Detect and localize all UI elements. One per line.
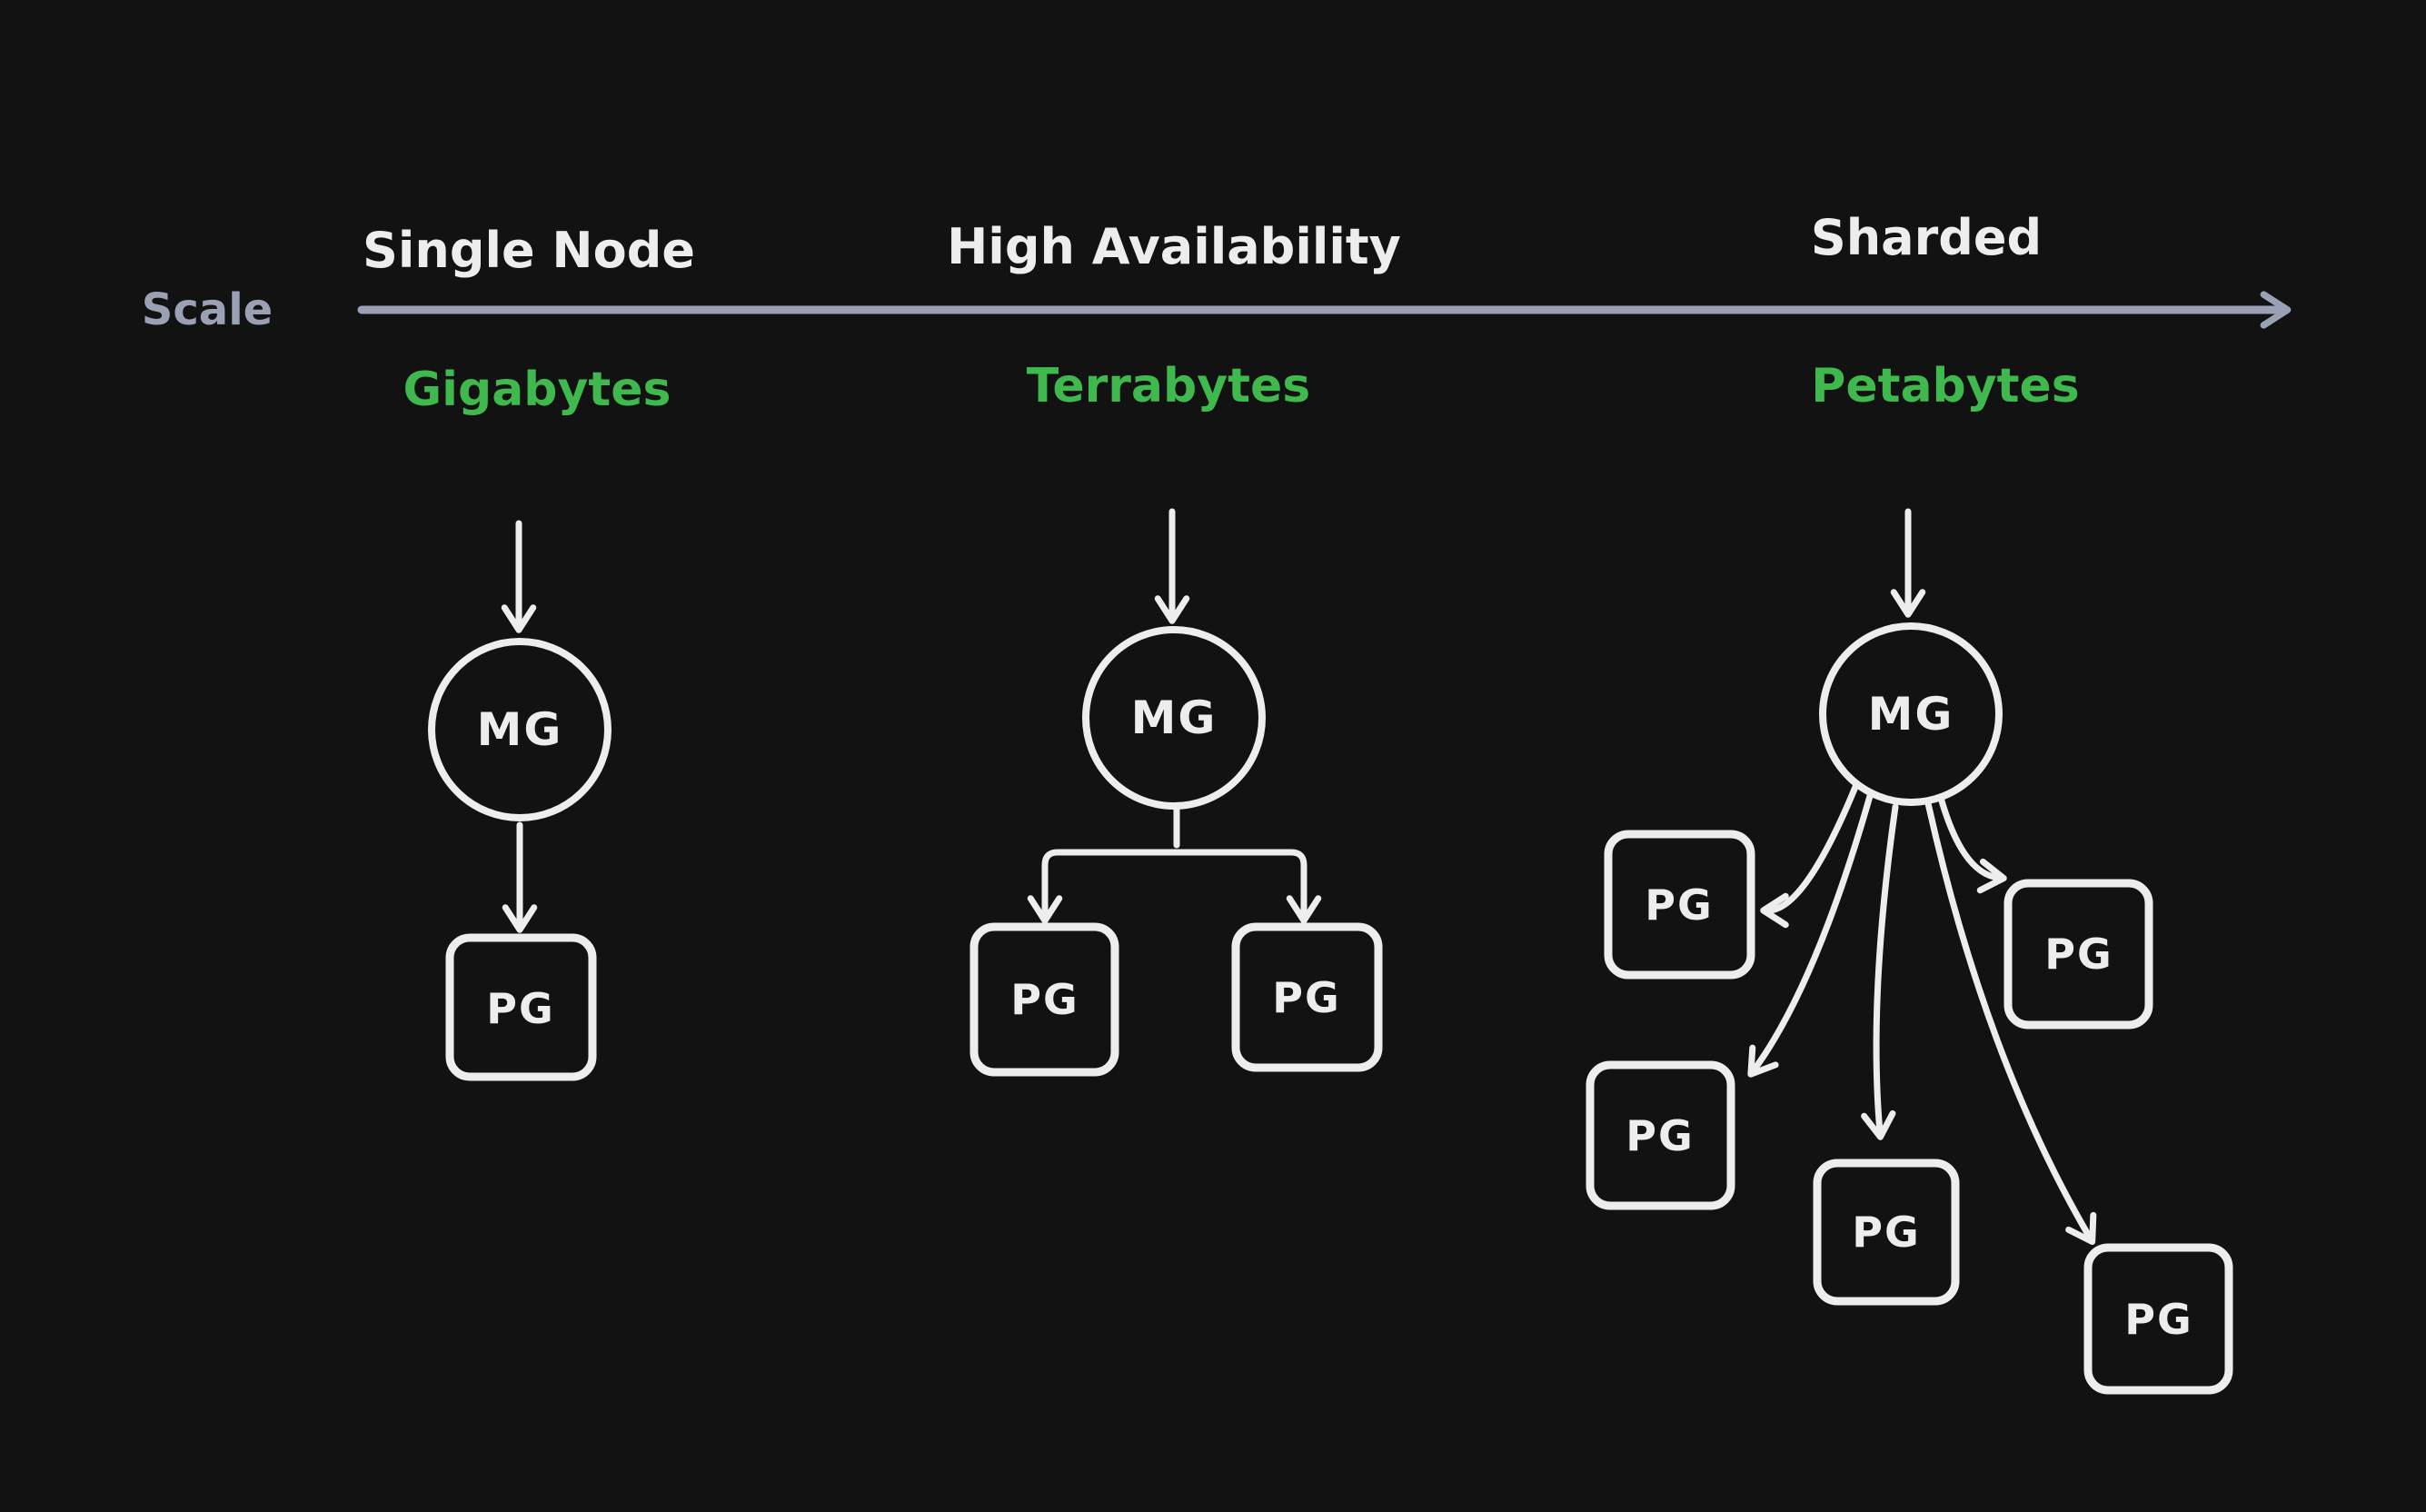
postgres-node-label: PG bbox=[2124, 1295, 2192, 1344]
shard-arrow-1 bbox=[1760, 783, 1859, 929]
postgres-node-box bbox=[2003, 879, 2153, 1030]
mongo-node-label: MG bbox=[1868, 688, 1954, 741]
shard-arrow-4 bbox=[1937, 794, 2007, 894]
postgres-node-label: PG bbox=[486, 984, 554, 1033]
stage-sharded: MG PG PG PG PG PG bbox=[1586, 508, 2233, 1395]
shard-arrow-2 bbox=[1747, 792, 1874, 1078]
postgres-node-label: PG bbox=[2044, 930, 2113, 979]
tree-branch-connector bbox=[1041, 849, 1307, 918]
capacity-label-gigabytes: Gigabytes bbox=[403, 363, 671, 417]
postgres-node-box bbox=[1231, 922, 1383, 1072]
stage-high-availability: MG PG PG bbox=[969, 508, 1383, 1077]
mongo-node-circle bbox=[428, 638, 611, 821]
postgres-node-box bbox=[1813, 1159, 1960, 1306]
mongo-node-label: MG bbox=[1131, 691, 1218, 744]
postgres-node-label: PG bbox=[1626, 1111, 1694, 1160]
capacity-label-terrabytes: Terrabytes bbox=[1027, 359, 1310, 413]
scale-axis-label: Scale bbox=[142, 284, 273, 335]
stage-title-sharded: Sharded bbox=[1811, 209, 2042, 266]
postgres-node-box bbox=[969, 922, 1119, 1077]
stage-title-high-availability: High Availability bbox=[947, 218, 1401, 275]
shard-arrow-5 bbox=[1924, 800, 2097, 1246]
capacity-label-petabytes: Petabytes bbox=[1811, 359, 2080, 413]
stage-single-node: MG PG bbox=[428, 520, 611, 1081]
postgres-node-box bbox=[2083, 1243, 2233, 1395]
postgres-node-label: PG bbox=[1272, 973, 1340, 1022]
postgres-node-label: PG bbox=[1010, 975, 1079, 1024]
stage-title-single-node: Single Node bbox=[363, 222, 695, 279]
postgres-node-box bbox=[1586, 1060, 1735, 1210]
postgres-node-box bbox=[1604, 830, 1755, 980]
postgres-node-box bbox=[445, 933, 597, 1081]
postgres-node-label: PG bbox=[1852, 1208, 1920, 1257]
shard-arrow-3 bbox=[1861, 803, 1899, 1140]
mongo-node-circle bbox=[1819, 622, 2003, 806]
mongo-node-label: MG bbox=[477, 703, 563, 756]
postgres-node-label: PG bbox=[1645, 880, 1713, 930]
